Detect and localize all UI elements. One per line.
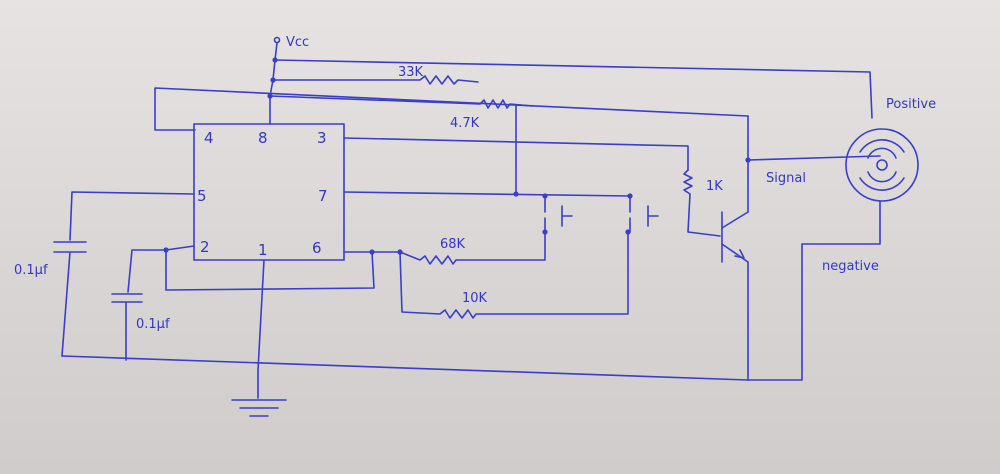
- vcc-label: Vcc: [286, 35, 309, 50]
- ic-pin-7: 7: [318, 187, 328, 205]
- capacitor-timing: 0.1μf: [111, 249, 170, 361]
- switch-1-lines: [544, 195, 573, 233]
- resistor-1k: 1K: [683, 169, 723, 237]
- transistor-emitter: [721, 243, 749, 381]
- signal-label: Signal: [766, 171, 806, 186]
- transistor-emitter-arrow: [734, 249, 745, 259]
- ic-pin-1: 1: [258, 241, 268, 259]
- vcc-terminal: Vcc: [273, 35, 309, 50]
- sensor-hub: [876, 159, 888, 171]
- resistor-1k-body: [683, 169, 721, 237]
- wire-negative: [747, 200, 881, 381]
- ic-pin-3: 3: [317, 129, 327, 147]
- wire-pin7: [343, 191, 631, 197]
- resistor-10k: 10K: [399, 231, 629, 319]
- capacitor-1-body: [53, 191, 195, 357]
- sensor-outer: [845, 128, 919, 202]
- capacitor-control: 0.1μf: [14, 191, 195, 357]
- resistor-10k-label: 10K: [462, 291, 488, 306]
- ic-555: 4 8 3 5 7 2 1 6: [193, 123, 345, 261]
- sensor-arc: [859, 139, 905, 191]
- resistor-68k-label: 68K: [440, 237, 466, 252]
- capacitor-2-label: 0.1μf: [136, 317, 170, 332]
- vcc-node: [273, 36, 281, 44]
- transistor: [721, 115, 749, 381]
- junction: [513, 191, 519, 197]
- resistor-4-7k-body: [269, 95, 533, 109]
- wire-ground-rail: [61, 355, 749, 381]
- capacitor-2-body: [111, 249, 167, 361]
- ic-pin-6: 6: [312, 239, 322, 257]
- ic-pin-2: 2: [200, 238, 210, 256]
- resistor-33k: 33K: [272, 65, 479, 85]
- wire-signal: [747, 155, 881, 161]
- switch-2-lines: [629, 195, 659, 233]
- ic-pin-5: 5: [197, 187, 207, 205]
- sensor-symbol: [845, 128, 919, 202]
- sensor-arc-inner: [867, 147, 897, 183]
- resistor-33k-body: [272, 75, 479, 85]
- resistor-68k: 68K: [399, 231, 546, 265]
- capacitor-1-label: 0.1μf: [14, 263, 48, 278]
- resistor-10k-body: [399, 231, 629, 319]
- wire-output: [343, 137, 689, 171]
- resistor-1k-label: 1K: [706, 179, 723, 194]
- resistor-68k-body: [399, 231, 546, 265]
- push-switch-2: [625, 195, 659, 235]
- ground-lines: [231, 399, 287, 417]
- ic-pin-8: 8: [258, 129, 268, 147]
- transistor-collector: [721, 115, 749, 229]
- positive-label: Positive: [886, 97, 936, 112]
- wire-pin1-ground: [257, 259, 265, 399]
- wire-vcc-positive: [274, 59, 873, 119]
- wire-reset: [154, 87, 749, 131]
- ground-symbol: [231, 399, 287, 417]
- resistor-4-7k-label: 4.7K: [450, 116, 480, 131]
- resistor-33k-label: 33K: [398, 65, 424, 80]
- wire-trigger-loop: [165, 245, 375, 291]
- vcc-wire: [269, 42, 278, 125]
- push-switch-1: [542, 195, 573, 235]
- negative-label: negative: [822, 259, 879, 274]
- ic-pin-4: 4: [204, 129, 214, 147]
- resistor-4-7k: 4.7K: [269, 95, 533, 131]
